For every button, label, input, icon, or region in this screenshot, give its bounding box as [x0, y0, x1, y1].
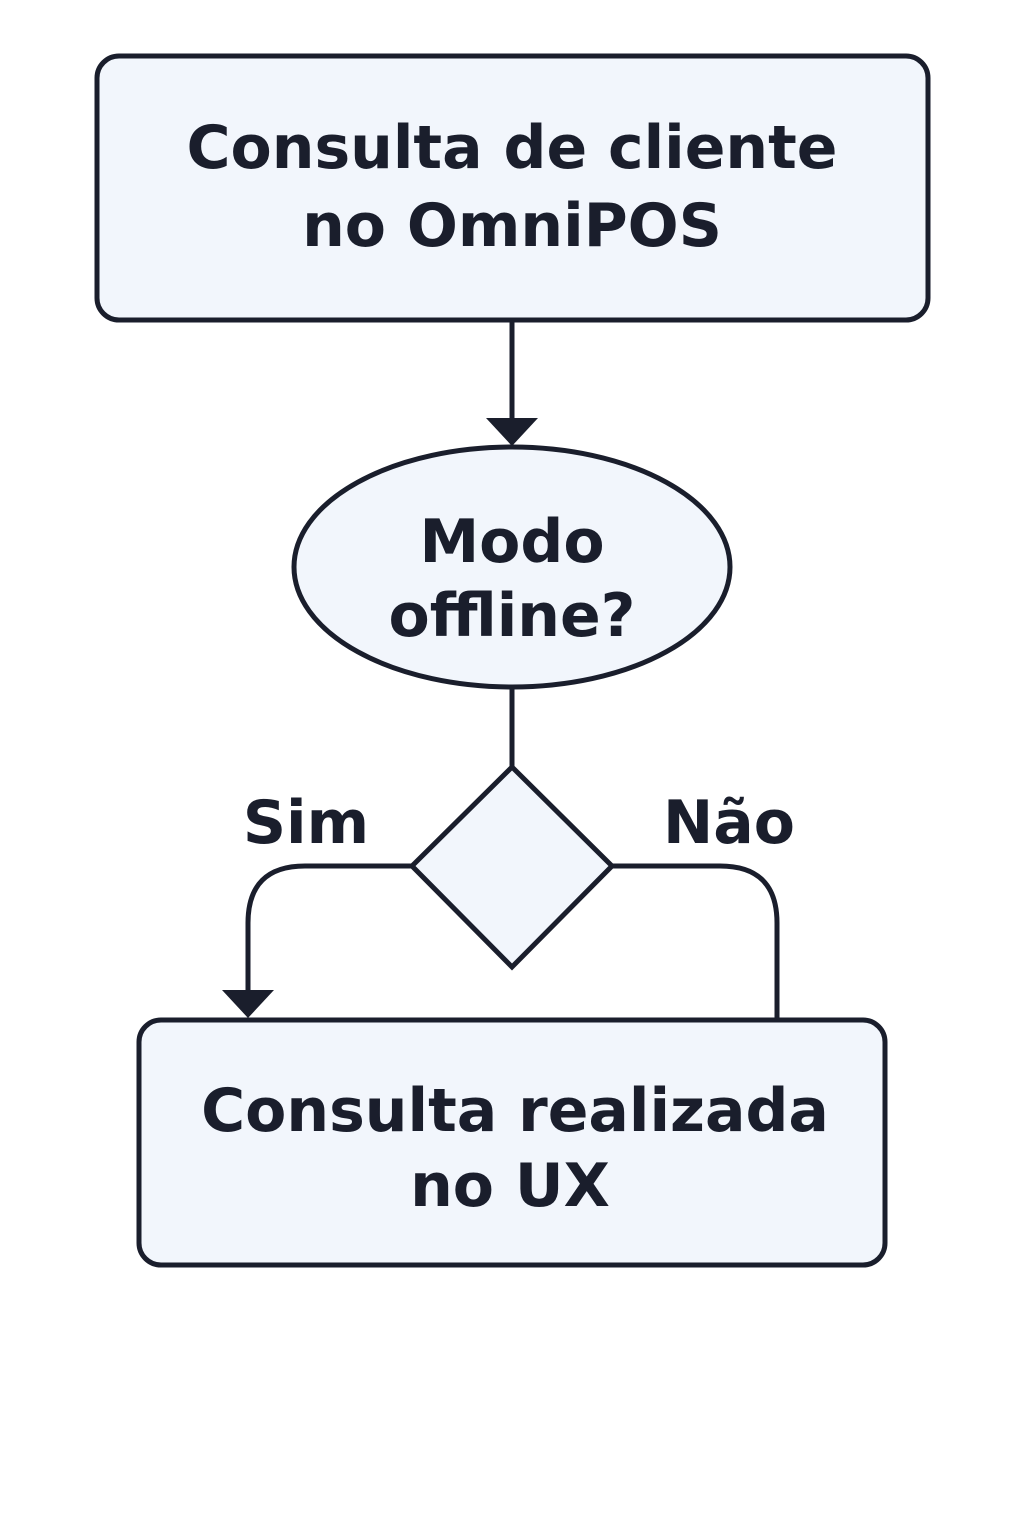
- end-node-line2: no UX: [410, 1151, 610, 1221]
- start-node-line1: Consulta de cliente: [186, 113, 837, 183]
- yes-label: Sim: [243, 788, 369, 858]
- yes-branch: Sim: [222, 788, 412, 1018]
- start-node: Consulta de cliente no OmniPOS: [94, 53, 931, 323]
- question-node: Modo offline?: [291, 444, 733, 690]
- end-node: Consulta realizada no UX: [136, 1017, 888, 1268]
- arrowhead-icon: [486, 418, 538, 446]
- no-label: Não: [663, 788, 795, 858]
- arrowhead-icon: [222, 990, 274, 1018]
- decision-diamond: [408, 763, 616, 971]
- end-node-line1: Consulta realizada: [201, 1076, 829, 1146]
- no-branch: Não: [612, 788, 795, 1020]
- connector-start-to-question: [486, 320, 538, 446]
- question-node-line2: offline?: [389, 581, 636, 651]
- start-node-line2: no OmniPOS: [302, 191, 722, 261]
- question-node-line1: Modo: [419, 507, 604, 577]
